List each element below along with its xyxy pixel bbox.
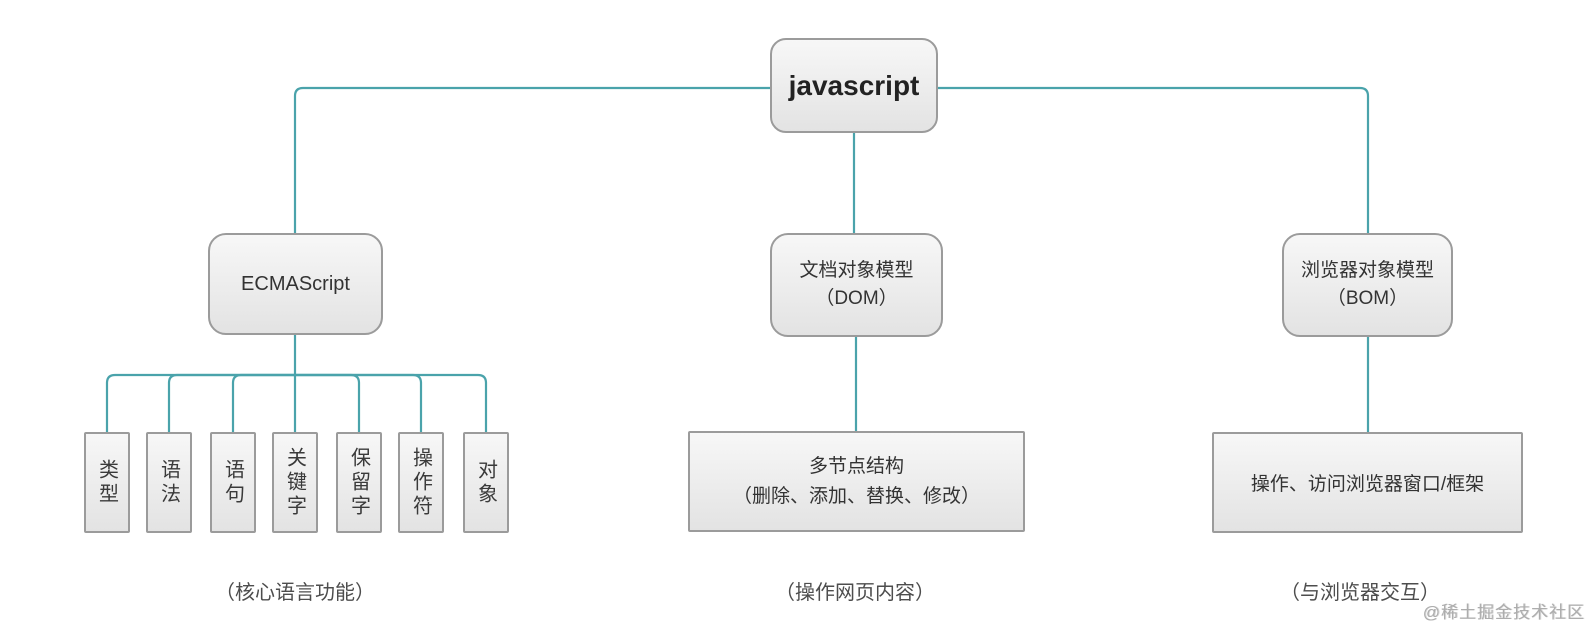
node-dom-child: 多节点结构 （删除、添加、替换、修改） [688, 431, 1025, 532]
node-ecmascript-label: ECMAScript [241, 272, 350, 295]
edge-root-bom [938, 86, 1370, 234]
node-dom: 文档对象模型 （DOM） [770, 233, 943, 337]
note-operate-page-content: （操作网页内容） [775, 582, 935, 604]
edge-ecma-child-0 [105, 373, 295, 432]
node-bom-child-label: 操作、访问浏览器窗口/框架 [1250, 474, 1485, 495]
node-bom-label-line2: （BOM） [1326, 288, 1409, 309]
edge-ecma-child-1 [167, 373, 295, 432]
node-ecma-child-types-label: 类型 [95, 458, 118, 507]
node-dom-child-line2: （删除、添加、替换、修改） [732, 485, 980, 507]
note-core-language: （核心语言功能） [215, 582, 375, 604]
node-ecmascript: ECMAScript [208, 233, 383, 335]
node-bom-child: 操作、访问浏览器窗口/框架 [1212, 432, 1523, 533]
node-bom-label-line1: 浏览器对象模型 [1300, 259, 1434, 281]
node-ecma-child-statements-label: 语句 [221, 458, 244, 507]
node-ecma-child-keywords-label: 关键字 [283, 446, 306, 519]
note-browser-interaction: （与浏览器交互） [1280, 582, 1440, 604]
edge-ecma-child-4 [295, 373, 361, 432]
node-javascript: javascript [770, 38, 938, 133]
node-ecma-child-objects: 对象 [463, 432, 509, 533]
edge-root-ecmascript [293, 86, 770, 234]
node-bom: 浏览器对象模型 （BOM） [1282, 233, 1453, 337]
node-dom-child-line1: 多节点结构 [808, 456, 904, 478]
edge-ecma-child-6 [295, 373, 488, 432]
node-ecma-child-syntax: 语法 [146, 432, 192, 533]
node-dom-label-line1: 文档对象模型 [799, 259, 914, 281]
node-ecma-child-operators-label: 操作符 [409, 446, 432, 519]
node-ecma-child-keywords: 关键字 [272, 432, 318, 533]
watermark-juejin: @稀土掘金技术社区 [1422, 603, 1585, 622]
node-ecma-child-statements: 语句 [210, 432, 256, 533]
edge-ecma-child-2 [231, 373, 295, 432]
node-ecma-child-types: 类型 [84, 432, 130, 533]
node-ecma-child-objects-label: 对象 [474, 458, 497, 507]
node-ecma-child-operators: 操作符 [398, 432, 444, 533]
node-ecma-child-syntax-label: 语法 [157, 458, 180, 507]
node-javascript-label: javascript [788, 69, 920, 101]
node-dom-label-line2: （DOM） [815, 288, 898, 309]
node-ecma-child-reserved-words: 保留字 [336, 432, 382, 533]
node-ecma-child-reserved-words-label: 保留字 [347, 446, 370, 519]
